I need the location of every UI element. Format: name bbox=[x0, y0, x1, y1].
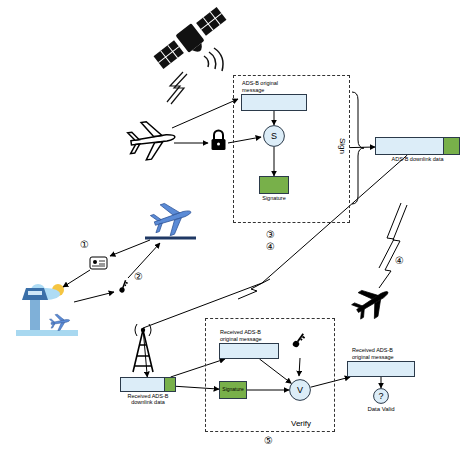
node-text: Received ADS-B downlink data bbox=[117, 393, 179, 406]
tower-stem bbox=[30, 300, 40, 332]
received-message-box: Received ADS-B original message bbox=[347, 361, 415, 377]
connector-arrow bbox=[176, 386, 219, 389]
runway-airplane bbox=[148, 196, 196, 239]
signature-segment bbox=[443, 138, 459, 154]
airplane-icon bbox=[348, 279, 396, 325]
signal-waves bbox=[204, 48, 223, 71]
lightning-link bbox=[238, 279, 270, 299]
card-outline bbox=[90, 257, 107, 269]
signature-segment bbox=[164, 378, 175, 391]
callout-number: ① bbox=[80, 240, 89, 250]
node-text: Signature bbox=[249, 195, 299, 201]
callout-number: ④ bbox=[266, 242, 275, 252]
node-text: Verify bbox=[276, 419, 326, 428]
circle-shape bbox=[264, 126, 285, 147]
node-text: S bbox=[263, 125, 285, 147]
message-box: ADS-B original message bbox=[241, 94, 307, 111]
antenna-mast bbox=[133, 330, 153, 372]
signature-box: Signature bbox=[259, 176, 289, 194]
airplane-icon bbox=[126, 118, 177, 162]
key-icon bbox=[119, 279, 129, 293]
node-text: ADS-B original message bbox=[242, 80, 298, 93]
antenna-icon bbox=[133, 324, 153, 372]
node-text: Sign bbox=[338, 138, 347, 154]
leader-arrow bbox=[174, 143, 208, 144]
leader-arrow bbox=[74, 292, 114, 302]
connector-arrow bbox=[274, 111, 275, 125]
node-text: ADS-B downlink data bbox=[373, 156, 463, 162]
received-data-box: Received ADS-B downlink data bbox=[120, 377, 176, 392]
antenna-waves bbox=[135, 324, 151, 336]
leader-arrow bbox=[299, 358, 300, 376]
node-text: Received ADS-B original message bbox=[220, 329, 278, 342]
connector-arrow bbox=[274, 147, 275, 176]
tower-window bbox=[28, 291, 42, 295]
connector-arrow bbox=[143, 155, 407, 377]
lightning-link bbox=[379, 205, 407, 288]
satellite-icon bbox=[152, 5, 232, 76]
connector-arrow bbox=[350, 147, 375, 149]
circle-shape bbox=[290, 380, 311, 401]
leader-arrow bbox=[63, 270, 90, 287]
leader-arrow bbox=[128, 243, 160, 278]
verify-group-box: Verify Received ADS-B original messageSig… bbox=[205, 318, 335, 432]
downlink-data-box: ADS-B downlink data bbox=[375, 137, 460, 155]
lock-icon bbox=[212, 131, 226, 151]
curly-brace bbox=[352, 92, 364, 204]
node-text: Received ADS-B original message bbox=[352, 347, 412, 360]
sign-group-box: Sign ADS-B original messageS Signature bbox=[233, 75, 350, 223]
lock-keyhole bbox=[217, 143, 220, 146]
satellite-dish bbox=[192, 43, 205, 55]
validity-circle: ?Data Valid bbox=[373, 388, 389, 404]
callout-number: ② bbox=[134, 272, 143, 282]
connector-arrow bbox=[171, 359, 225, 377]
leader-arrow bbox=[110, 240, 150, 256]
small-airplane bbox=[49, 312, 71, 331]
callout-number: ④ bbox=[395, 256, 404, 266]
connector-arrow bbox=[260, 359, 292, 383]
card-photo bbox=[93, 260, 97, 264]
tower-cab bbox=[22, 288, 48, 300]
id-card-icon bbox=[90, 257, 107, 269]
lightning-link bbox=[171, 74, 187, 104]
callout-number: ⑤ bbox=[264, 436, 273, 446]
circle-shape bbox=[374, 389, 389, 404]
connector-arrow bbox=[381, 377, 382, 388]
antenna-top bbox=[141, 328, 145, 332]
node-text: ? bbox=[373, 388, 389, 404]
lock-shackle bbox=[214, 131, 223, 140]
connector-arrow bbox=[247, 390, 289, 391]
lock-body bbox=[212, 139, 226, 150]
node-text: Signature bbox=[220, 382, 246, 398]
node-caption: Data Valid bbox=[351, 406, 411, 413]
card-lines bbox=[92, 261, 105, 266]
node-text: V bbox=[289, 379, 311, 401]
ground bbox=[16, 330, 78, 336]
runway bbox=[145, 237, 196, 240]
leader-arrow bbox=[172, 99, 238, 128]
sign-circle: S bbox=[263, 125, 285, 147]
connector-arrow bbox=[311, 377, 351, 387]
signature-box: Signature bbox=[219, 381, 247, 399]
verify-circle: V bbox=[289, 379, 311, 401]
key-icon bbox=[292, 332, 307, 349]
received-message-box: Received ADS-B original message bbox=[219, 343, 279, 359]
callout-number: ③ bbox=[266, 230, 275, 240]
control-tower-icon bbox=[16, 284, 78, 336]
